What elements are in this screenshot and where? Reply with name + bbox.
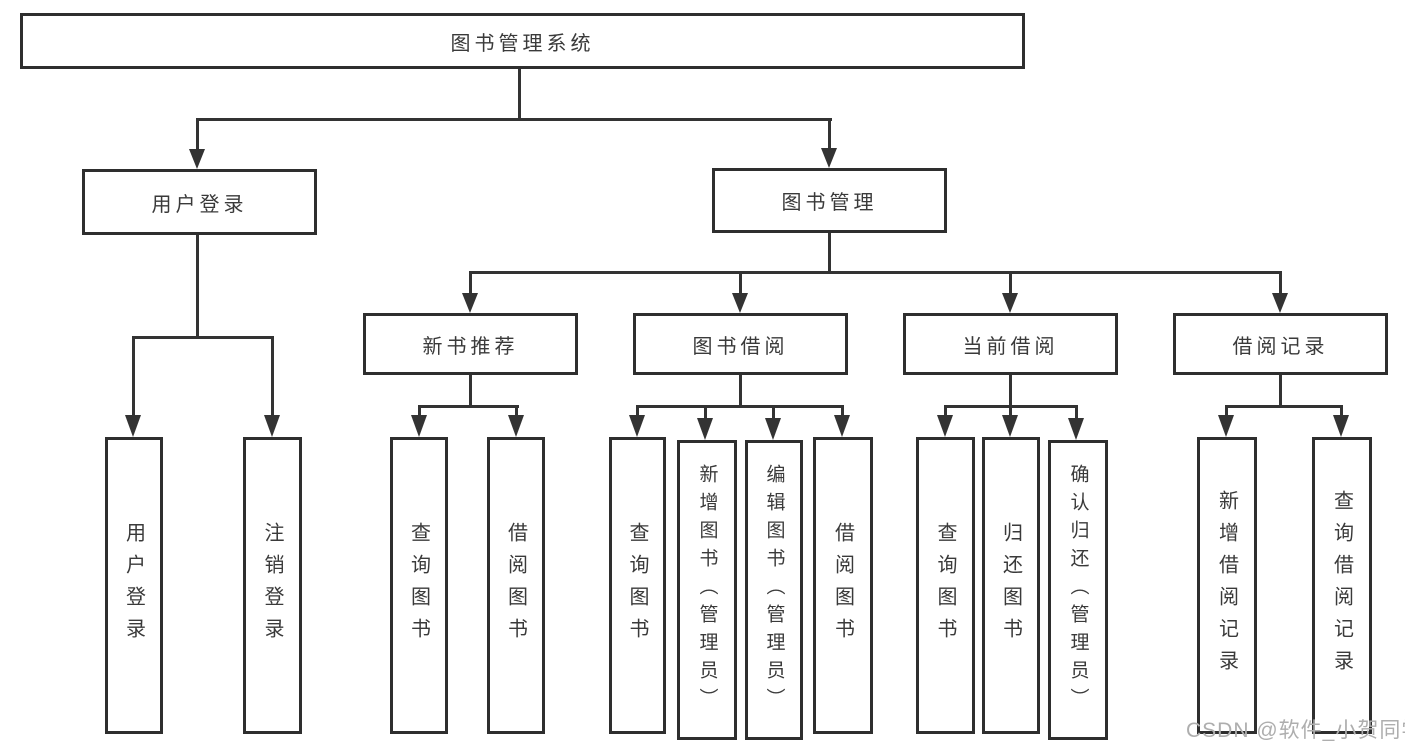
connector-line	[1340, 405, 1343, 419]
connector-line	[132, 336, 135, 418]
leaf-borrow-books-recommend: 借阅图书	[487, 437, 545, 734]
connector-line	[1075, 405, 1078, 419]
connector-line	[828, 118, 831, 152]
node-current-borrowing-label: 当前借阅	[962, 335, 1059, 358]
connector-line	[841, 405, 844, 419]
leaf-edit-books-admin: 编辑图书（管理员）	[745, 440, 803, 740]
node-new-book-recommend-label: 新书推荐	[422, 335, 519, 358]
node-book-borrowing: 图书借阅	[633, 313, 848, 375]
leaf-logout: 注销登录	[243, 437, 302, 734]
arrowhead-icon	[508, 415, 524, 437]
connector-line	[828, 232, 831, 274]
connector-line	[1225, 405, 1228, 419]
leaf-query-books-current: 查询图书	[916, 437, 975, 734]
connector-line	[518, 68, 521, 120]
connector-line	[1009, 271, 1012, 295]
connector-line	[739, 271, 742, 295]
node-user-login: 用户登录	[82, 169, 317, 235]
connector-line	[1279, 271, 1282, 295]
leaf-add-borrow-record: 新增借阅记录	[1197, 437, 1257, 734]
node-user-login-label: 用户登录	[151, 193, 248, 216]
arrowhead-icon	[462, 293, 478, 313]
node-root: 图书管理系统	[20, 13, 1025, 69]
node-borrowing-records-label: 借阅记录	[1232, 335, 1329, 358]
connector-line	[469, 271, 1282, 274]
connector-line	[196, 118, 832, 121]
connector-line	[515, 405, 518, 419]
csdn-watermark: CSDN @软件_小贺同学	[1186, 719, 1405, 742]
arrowhead-icon	[629, 415, 645, 437]
arrowhead-icon	[1002, 415, 1018, 437]
leaf-add-books-admin: 新增图书（管理员）	[677, 440, 737, 740]
arrowhead-icon	[1333, 415, 1349, 437]
leaf-borrow-books: 借阅图书	[813, 437, 873, 734]
connector-line	[772, 405, 775, 419]
node-new-book-recommend: 新书推荐	[363, 313, 578, 375]
connector-line	[704, 405, 707, 419]
connector-line	[944, 405, 947, 419]
arrowhead-icon	[1002, 293, 1018, 313]
connector-line	[1009, 374, 1012, 408]
arrowhead-icon	[1218, 415, 1234, 437]
arrowhead-icon	[189, 149, 205, 169]
arrowhead-icon	[1272, 293, 1288, 313]
leaf-confirm-return-admin: 确认归还（管理员）	[1048, 440, 1108, 740]
arrowhead-icon	[821, 148, 837, 168]
node-current-borrowing: 当前借阅	[903, 313, 1118, 375]
connector-line	[196, 234, 199, 339]
connector-line	[469, 271, 472, 295]
connector-line	[132, 336, 274, 339]
connector-line	[636, 405, 844, 408]
leaf-query-borrow-record: 查询借阅记录	[1312, 437, 1372, 734]
arrowhead-icon	[732, 293, 748, 313]
connector-line	[271, 336, 274, 418]
arrowhead-icon	[697, 418, 713, 440]
connector-line	[636, 405, 639, 419]
connector-line	[1225, 405, 1343, 408]
leaf-user-login: 用户登录	[105, 437, 163, 734]
arrowhead-icon	[1068, 418, 1084, 440]
node-book-borrowing-label: 图书借阅	[692, 335, 789, 358]
connector-line	[739, 374, 742, 408]
node-root-label: 图书管理系统	[450, 32, 595, 55]
node-book-management-label: 图书管理	[781, 192, 878, 214]
leaf-query-books-borrowing: 查询图书	[609, 437, 666, 734]
arrowhead-icon	[765, 418, 781, 440]
node-borrowing-records: 借阅记录	[1173, 313, 1388, 375]
connector-line	[418, 405, 421, 419]
connector-line	[196, 118, 199, 152]
arrowhead-icon	[264, 415, 280, 437]
connector-line	[1279, 374, 1282, 408]
arrowhead-icon	[125, 415, 141, 437]
connector-line	[418, 405, 519, 408]
leaf-query-books-recommend: 查询图书	[390, 437, 448, 734]
connector-line	[1009, 405, 1012, 419]
leaf-return-books: 归还图书	[982, 437, 1040, 734]
arrowhead-icon	[834, 415, 850, 437]
arrowhead-icon	[411, 415, 427, 437]
node-book-management: 图书管理	[712, 168, 947, 233]
arrowhead-icon	[937, 415, 953, 437]
connector-line	[469, 374, 472, 408]
